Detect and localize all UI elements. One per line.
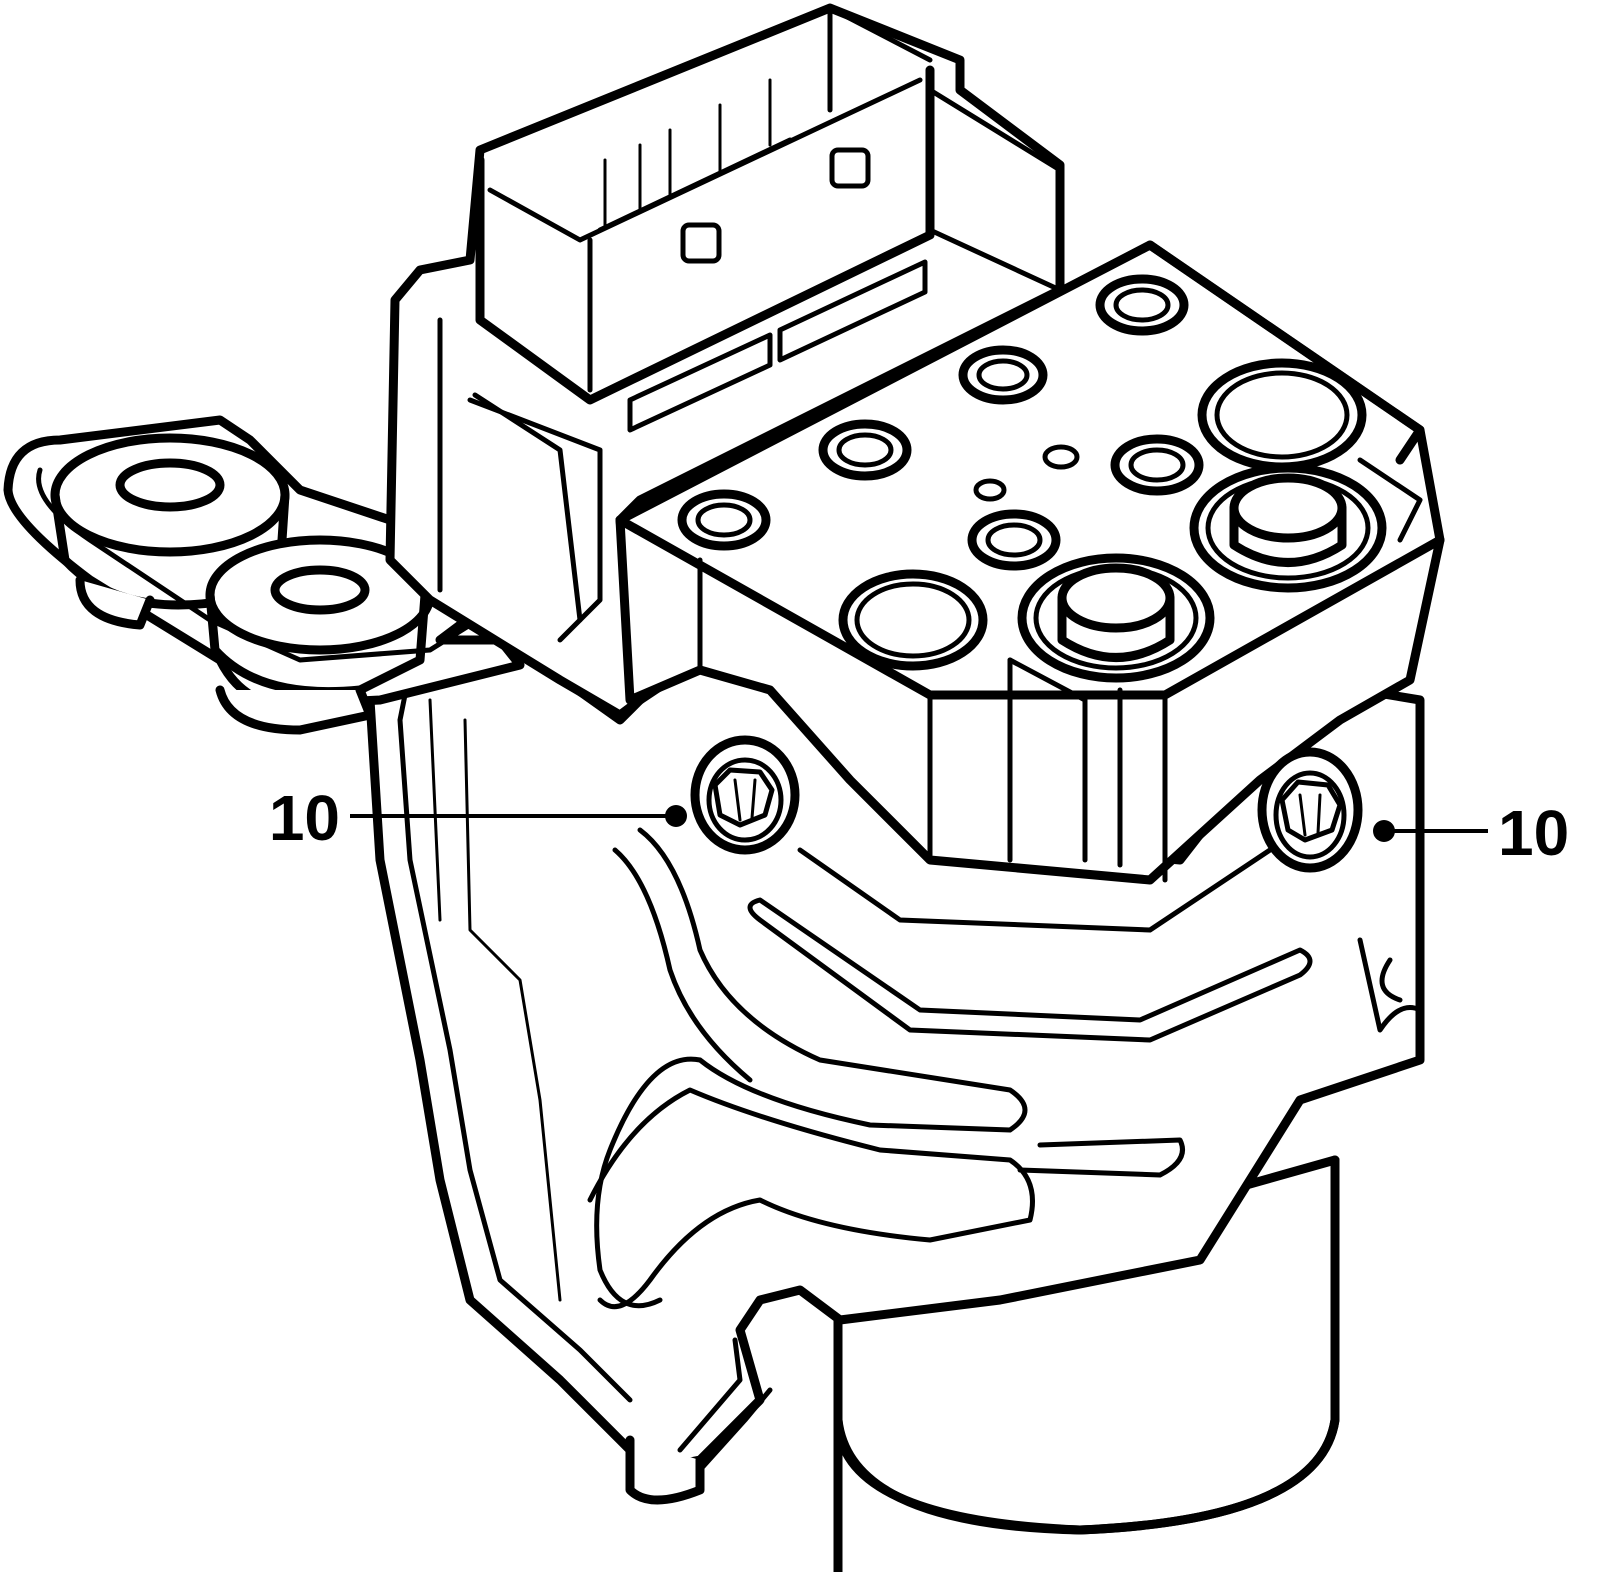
callout-left: 10: [269, 782, 687, 854]
callout-label-left: 10: [269, 782, 340, 854]
ecu-connector: [385, 3, 1065, 720]
leader-dot-left: [665, 805, 687, 827]
callout-right: 10: [1373, 797, 1569, 869]
leader-dot-right: [1373, 820, 1395, 842]
bracket-ribs: [587, 827, 1423, 1310]
mounting-bolt-right: [1257, 747, 1363, 873]
callout-label-right: 10: [1498, 797, 1569, 869]
valve-block: [615, 240, 1445, 885]
mounting-ear: [3, 415, 525, 735]
mounting-bolt-left: [690, 735, 800, 855]
pump-motor: [833, 1155, 1340, 1572]
